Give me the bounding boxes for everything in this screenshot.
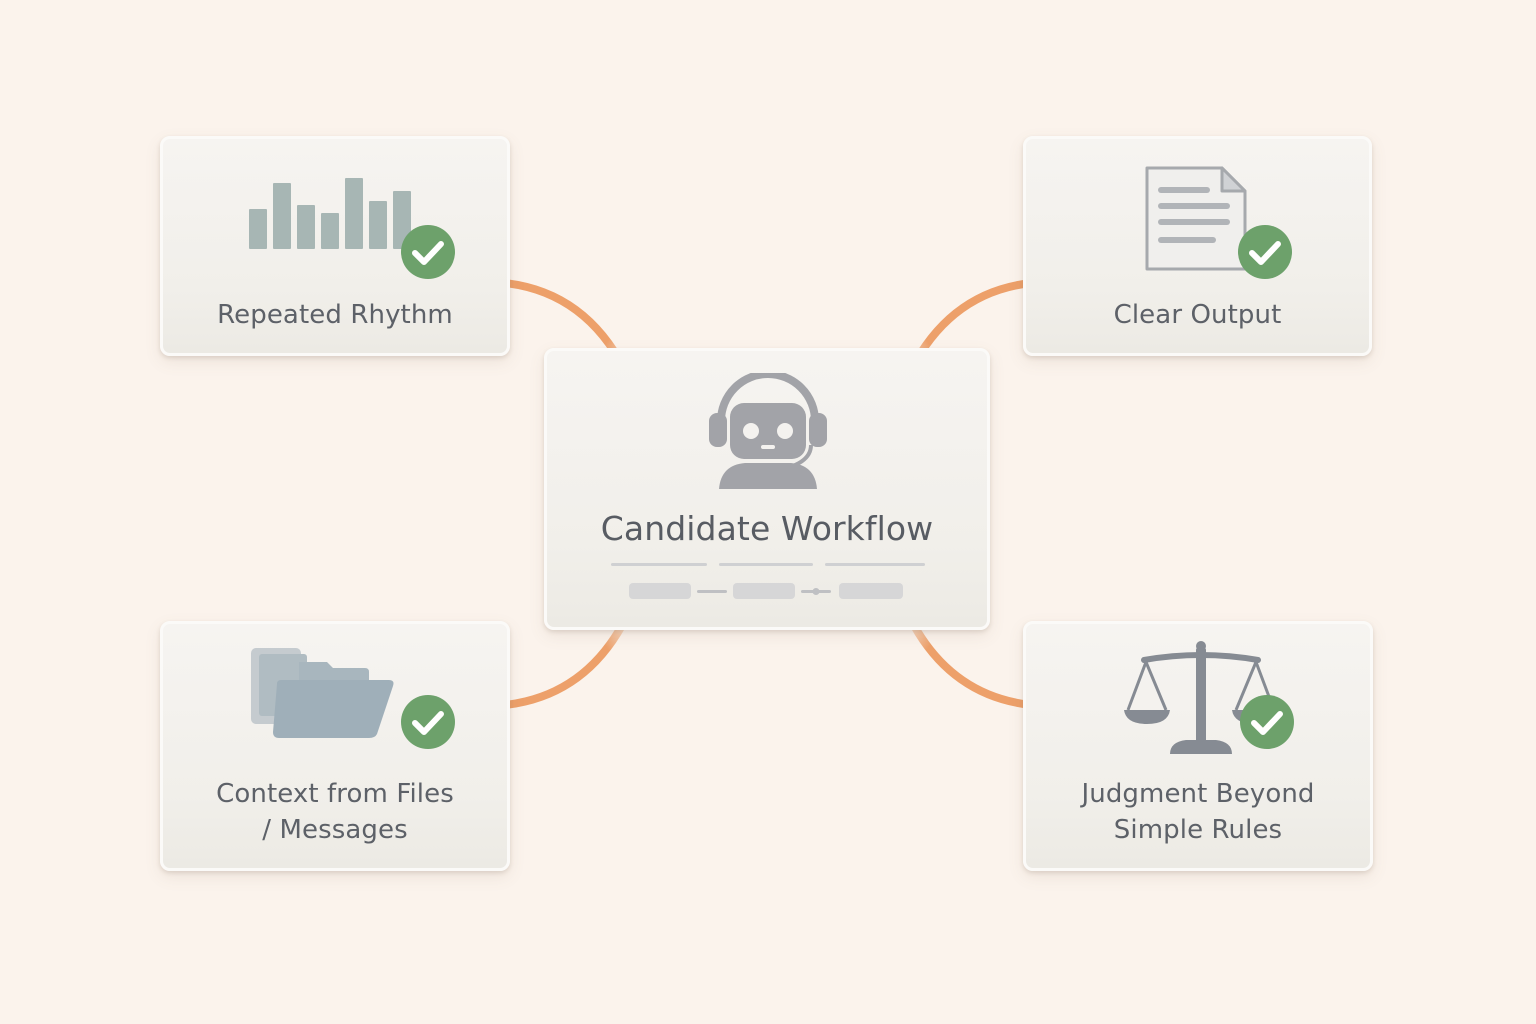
node-context-files: Context from Files / Messages <box>160 621 510 871</box>
node-clear-output: Clear Output <box>1023 136 1372 356</box>
node-label-line-1: Judgment Beyond <box>1081 779 1315 809</box>
folder-icon <box>251 648 394 738</box>
node-repeated-rhythm: Repeated Rhythm <box>160 136 510 356</box>
node-label-line-2: Simple Rules <box>1113 815 1283 845</box>
node-label-line-2: / Messages <box>262 815 408 845</box>
center-node: Candidate Workflow <box>544 348 990 630</box>
check-icon <box>401 225 455 279</box>
check-icon <box>1240 695 1294 749</box>
node-label: Repeated Rhythm <box>217 300 453 330</box>
workflow-steps-graphic <box>611 563 925 599</box>
node-judgment: Judgment Beyond Simple Rules <box>1023 621 1373 871</box>
bar-chart-icon <box>249 178 411 249</box>
connector-judgment <box>907 616 1035 709</box>
check-icon <box>401 695 455 749</box>
node-label: Clear Output <box>1113 300 1282 330</box>
connector-context-files <box>501 616 629 709</box>
robot-headset-icon <box>709 373 827 489</box>
check-icon <box>1238 225 1292 279</box>
center-label: Candidate Workflow <box>600 509 934 548</box>
document-icon <box>1145 166 1247 271</box>
node-label-line-1: Context from Files <box>216 779 454 809</box>
